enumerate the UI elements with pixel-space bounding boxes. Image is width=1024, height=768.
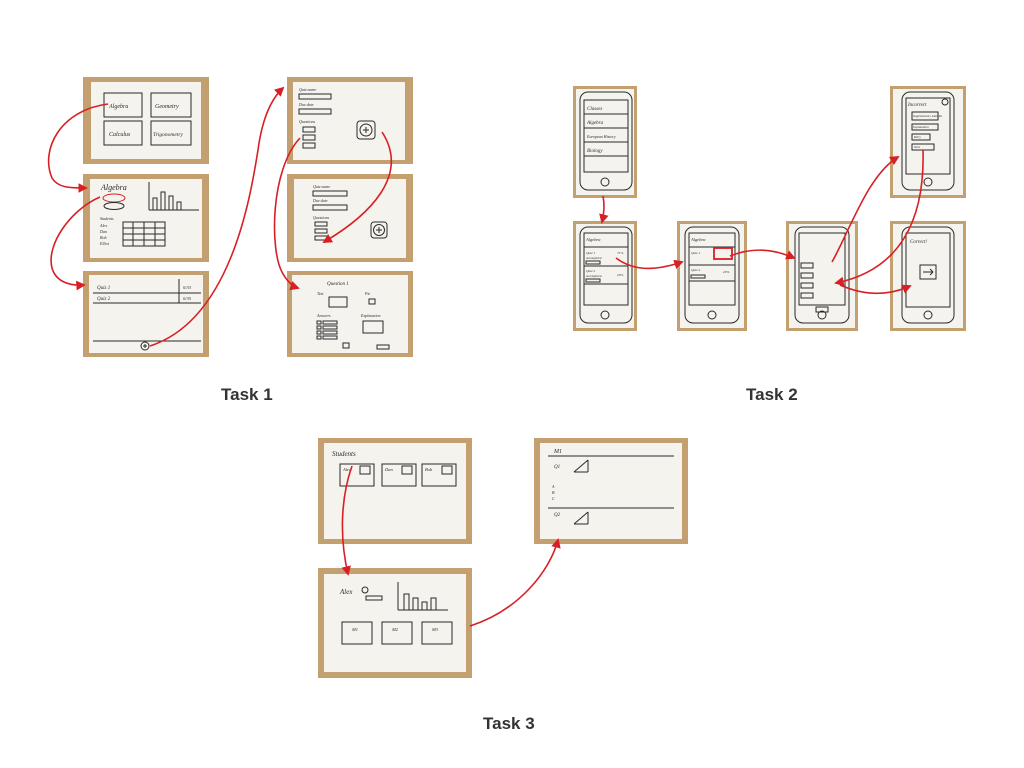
svg-text:B: B bbox=[552, 490, 555, 495]
class-quiz-2-pct: 20% bbox=[617, 273, 624, 277]
task1-photo-quiz-form: Quiz name Due date Questions bbox=[287, 77, 413, 164]
svg-text:A: A bbox=[551, 484, 555, 489]
student-detail-sketch: Alex M1 M2 M3 bbox=[339, 582, 453, 645]
subject-4-label: Trigonometry bbox=[153, 132, 184, 138]
task3-caption: Task 3 bbox=[483, 714, 535, 733]
task1-caption: Task 1 bbox=[221, 385, 273, 404]
task3-photo-quiz-detail: M1 Q1 A B C Q2 bbox=[534, 438, 688, 544]
question-pic-label: Pic bbox=[364, 291, 371, 296]
question-text-label: Text bbox=[317, 291, 324, 296]
quiz-selected-2: Quiz 2 bbox=[691, 268, 700, 272]
quiz-2-status: 0/35 bbox=[183, 296, 192, 301]
incorrect-option-3: Retry bbox=[913, 135, 921, 139]
student-card-1: Alex bbox=[342, 467, 351, 472]
quiz-selected-sketch: Algebra Quiz 1 Quiz 2 20% bbox=[684, 226, 740, 324]
quiz-2-name: Quiz 2 bbox=[97, 297, 111, 302]
question-editor-title: Question 1 bbox=[327, 282, 349, 287]
task1-photo-quiz-form-2: Quiz name Due date Questions bbox=[287, 174, 413, 262]
smile-icon bbox=[361, 586, 369, 594]
quiz-detail-title: M1 bbox=[553, 449, 562, 455]
quiz-form-sketch: Quiz name Due date Questions bbox=[298, 87, 376, 149]
form2-due-date-label: Due date bbox=[312, 198, 328, 203]
class-3: Biology bbox=[587, 149, 603, 154]
quiz-card-3: M3 bbox=[431, 627, 439, 632]
task1-photo-quiz-list: Quiz 1 0/33 Quiz 2 0/35 bbox=[83, 271, 209, 357]
student-4: Elliot bbox=[99, 241, 110, 246]
classes-header: Classes bbox=[587, 107, 602, 112]
form-quiz-name-label: Quiz name bbox=[299, 87, 316, 92]
form2-questions-label: Questions bbox=[313, 215, 329, 220]
student-1: Alex bbox=[99, 223, 107, 228]
subject-2-label: Geometry bbox=[155, 104, 179, 110]
arrow-detail-to-quizdetail bbox=[469, 538, 561, 627]
question-sketch bbox=[794, 226, 850, 324]
quiz-1-status: 0/33 bbox=[183, 285, 192, 290]
students-title: Students bbox=[332, 450, 356, 458]
incorrect-sketch: Incorrect Supplementary material Explana… bbox=[901, 91, 955, 191]
correct-title: Correct! bbox=[910, 240, 927, 245]
class-quiz-2-state: uncompleted bbox=[586, 274, 602, 278]
quiz-list-sketch: Quiz 1 0/33 Quiz 2 0/35 bbox=[93, 279, 201, 351]
quiz-1-name: Quiz 1 bbox=[97, 286, 110, 291]
students-header: Students bbox=[100, 216, 114, 221]
incorrect-option-1: Supplementary material bbox=[913, 114, 942, 118]
incorrect-title: Incorrect bbox=[907, 103, 927, 108]
student-3: Bob bbox=[100, 235, 106, 240]
task3-photo-student-detail: Alex M1 M2 M3 bbox=[318, 568, 472, 678]
add-quiz-plus-icon bbox=[140, 341, 150, 351]
question-answers-label: Answers bbox=[316, 313, 331, 318]
class-quiz-2: Quiz 2 bbox=[586, 269, 595, 273]
class-2: European History bbox=[586, 134, 616, 139]
student-detail-title: Alex bbox=[339, 588, 353, 596]
quiz-detail-q2: Q2 bbox=[554, 513, 561, 518]
class-quiz-1-pct: 71% bbox=[617, 251, 624, 255]
task1-photo-question-editor: Question 1 Text Pic Answers Explanation bbox=[287, 271, 413, 357]
quiz-selected-title: Algebra bbox=[690, 237, 706, 242]
sad-face-icon bbox=[941, 98, 949, 106]
subject-3-label: Calculus bbox=[109, 132, 131, 138]
subject-1-label: Algebra bbox=[108, 104, 128, 110]
task2-photo-question bbox=[786, 221, 858, 331]
task3-photo-students: Students Alex Dan Bob bbox=[318, 438, 472, 544]
arrow-classlist-to-quizzes bbox=[599, 195, 609, 224]
task2-photo-quiz-selected: Algebra Quiz 1 Quiz 2 20% bbox=[677, 221, 747, 331]
task1-photo-subjects: Algebra Geometry Calculus Trigonometry bbox=[83, 77, 209, 164]
subjects-sketch: Algebra Geometry Calculus Trigonometry bbox=[103, 92, 192, 146]
task1-photo-class-overview: Algebra Students Alex Dan Bob Elliot bbox=[83, 174, 209, 262]
form-due-date-label: Due date bbox=[298, 102, 314, 107]
task2-photo-incorrect: Incorrect Supplementary material Explana… bbox=[890, 86, 966, 198]
task2-caption: Task 2 bbox=[746, 385, 798, 404]
form-questions-label: Questions bbox=[299, 119, 315, 124]
task2-photo-class-quizzes: Algebra Quiz 1 uncompleted 71% Quiz 2 un… bbox=[573, 221, 637, 331]
quiz-selected-1: Quiz 1 bbox=[691, 251, 700, 255]
quiz-card-1: M1 bbox=[351, 627, 358, 632]
student-card-2: Dan bbox=[384, 467, 393, 472]
class-quizzes-title: Algebra bbox=[585, 237, 601, 242]
task2-photo-correct: Correct! bbox=[890, 221, 966, 331]
class-list-sketch: Classes Algebra European History Biology bbox=[579, 91, 633, 191]
task2-photo-class-list: Classes Algebra European History Biology bbox=[573, 86, 637, 198]
class-quizzes-sketch: Algebra Quiz 1 uncompleted 71% Quiz 2 un… bbox=[579, 226, 633, 324]
quiz-card-2: M2 bbox=[391, 627, 399, 632]
student-card-3: Bob bbox=[425, 467, 433, 472]
incorrect-option-2: Explanation bbox=[912, 125, 929, 129]
quiz-detail-sketch: M1 Q1 A B C Q2 bbox=[548, 449, 674, 525]
class-1: Algebra bbox=[586, 121, 604, 126]
quiz-form-2-sketch: Quiz name Due date Questions bbox=[312, 184, 388, 241]
incorrect-option-4: Next bbox=[913, 145, 920, 149]
question-explanation-label: Explanation bbox=[360, 313, 381, 318]
correct-sketch: Correct! bbox=[901, 226, 955, 324]
class-quiz-1-state: uncompleted bbox=[586, 256, 602, 260]
overview-title: Algebra bbox=[100, 183, 127, 192]
students-sketch: Students Alex Dan Bob bbox=[332, 450, 457, 487]
class-overview-sketch: Algebra Students Alex Dan Bob Elliot bbox=[99, 182, 199, 247]
quiz-selected-2-pct: 20% bbox=[723, 270, 730, 274]
student-2: Dan bbox=[99, 229, 107, 234]
form2-quiz-name-label: Quiz name bbox=[313, 184, 330, 189]
svg-text:C: C bbox=[552, 496, 555, 501]
quiz-detail-q1: Q1 bbox=[554, 465, 560, 470]
class-quiz-1: Quiz 1 bbox=[586, 251, 595, 255]
question-editor-sketch: Question 1 Text Pic Answers Explanation bbox=[316, 282, 390, 350]
